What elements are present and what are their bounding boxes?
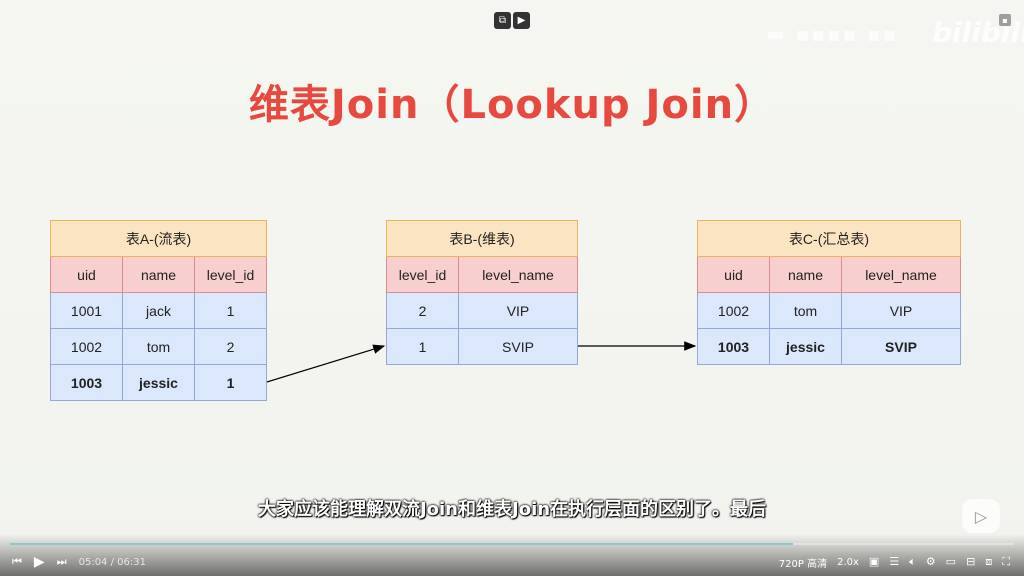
web-fullscreen-icon[interactable]: ⧈ bbox=[985, 555, 993, 568]
table-cell: 1002 bbox=[697, 292, 770, 329]
table-c-header-level-name: level_name bbox=[841, 256, 961, 293]
table-cell: 2 bbox=[194, 328, 267, 365]
table-cell: tom bbox=[122, 328, 195, 365]
table-cell: 1003 bbox=[50, 364, 123, 401]
pip-overlay-icon[interactable]: ▶ bbox=[513, 12, 530, 29]
table-cell: 1 bbox=[194, 292, 267, 329]
arrow-a-to-b bbox=[266, 344, 386, 383]
table-c-header-name: name bbox=[769, 256, 842, 293]
next-icon[interactable]: ⏭ bbox=[56, 555, 67, 568]
widescreen-icon[interactable]: ⊟ bbox=[966, 555, 976, 568]
table-cell: 1001 bbox=[50, 292, 123, 329]
danmaku-toggle-icon[interactable]: ▣ bbox=[868, 555, 880, 568]
table-cell: 1 bbox=[194, 364, 267, 401]
time-separator: / bbox=[110, 556, 114, 568]
progress-bar[interactable] bbox=[10, 543, 1014, 545]
uploader-watermark: ▬ ▪▪▪▪ ▪▪ bbox=[766, 22, 899, 46]
table-a-header-uid: uid bbox=[50, 256, 123, 293]
table-cell: SVIP bbox=[841, 328, 961, 365]
table-a-header-level-id: level_id bbox=[194, 256, 267, 293]
prev-icon[interactable]: ⏮ bbox=[12, 555, 22, 568]
table-row: 1001 jack 1 bbox=[50, 292, 267, 329]
danmaku-settings-icon[interactable]: ☰ bbox=[889, 555, 900, 568]
corner-badge-icon: ▪ bbox=[999, 14, 1011, 26]
table-cell: jack bbox=[122, 292, 195, 329]
table-b-header-level-name: level_name bbox=[458, 256, 578, 293]
current-time: 05:04 bbox=[78, 556, 108, 568]
table-cell: jessic bbox=[769, 328, 842, 365]
table-cell: VIP bbox=[841, 292, 961, 329]
pip-icon[interactable]: ▭ bbox=[945, 555, 957, 568]
table-row: 1002 tom 2 bbox=[50, 328, 267, 365]
table-cell: 1002 bbox=[50, 328, 123, 365]
table-a-header-name: name bbox=[122, 256, 195, 293]
table-row-highlight: 1003 jessic 1 bbox=[50, 364, 267, 401]
play-icon[interactable]: ▶ bbox=[33, 554, 45, 570]
speed-selector[interactable]: 2.0x bbox=[837, 556, 859, 568]
quality-selector[interactable]: 720P 高清 bbox=[778, 558, 828, 570]
table-cell: SVIP bbox=[458, 328, 578, 365]
top-overlay-buttons: ⧉ ▶ bbox=[494, 12, 530, 29]
table-row: 2 VIP bbox=[386, 292, 578, 329]
time-display: 05:04 / 06:31 bbox=[79, 557, 146, 568]
volume-icon[interactable]: 🔈︎ bbox=[909, 555, 916, 568]
table-a: 表A-(流表) uid name level_id 1001 jack 1 10… bbox=[50, 220, 267, 401]
table-cell: jessic bbox=[122, 364, 195, 401]
table-b: 表B-(维表) level_id level_name 2 VIP 1 SVIP bbox=[386, 220, 578, 365]
table-b-caption: 表B-(维表) bbox=[386, 220, 578, 257]
mini-player-icon[interactable]: ⧉ bbox=[494, 12, 511, 29]
player-controls: ⏮ ▶ ⏭ 05:04 / 06:31 720P 高清 2.0x ▣ ☰ 🔈︎ … bbox=[0, 534, 1024, 576]
gear-icon[interactable]: ⚙ bbox=[925, 555, 936, 568]
duration: 06:31 bbox=[117, 556, 146, 568]
fullscreen-icon[interactable]: ⛶ bbox=[1002, 555, 1010, 568]
table-row: 1002 tom VIP bbox=[697, 292, 961, 329]
table-cell: VIP bbox=[458, 292, 578, 329]
table-cell: 1 bbox=[386, 328, 459, 365]
table-c-header-uid: uid bbox=[697, 256, 770, 293]
slide-title: 维表Join（Lookup Join） bbox=[248, 82, 776, 128]
table-row: 1 SVIP bbox=[386, 328, 578, 365]
progress-fill bbox=[10, 543, 794, 545]
table-row-highlight: 1003 jessic SVIP bbox=[697, 328, 961, 365]
video-subtitle: 大家应该能理解双流Join和维表Join在执行层面的区别了。最后 bbox=[257, 499, 767, 520]
table-cell: tom bbox=[769, 292, 842, 329]
danmaku-send-icon[interactable]: ▷ bbox=[962, 499, 1000, 533]
table-c-caption: 表C-(汇总表) bbox=[697, 220, 961, 257]
table-c: 表C-(汇总表) uid name level_name 1002 tom VI… bbox=[697, 220, 961, 365]
table-a-caption: 表A-(流表) bbox=[50, 220, 267, 257]
table-cell: 1003 bbox=[697, 328, 770, 365]
table-cell: 2 bbox=[386, 292, 459, 329]
